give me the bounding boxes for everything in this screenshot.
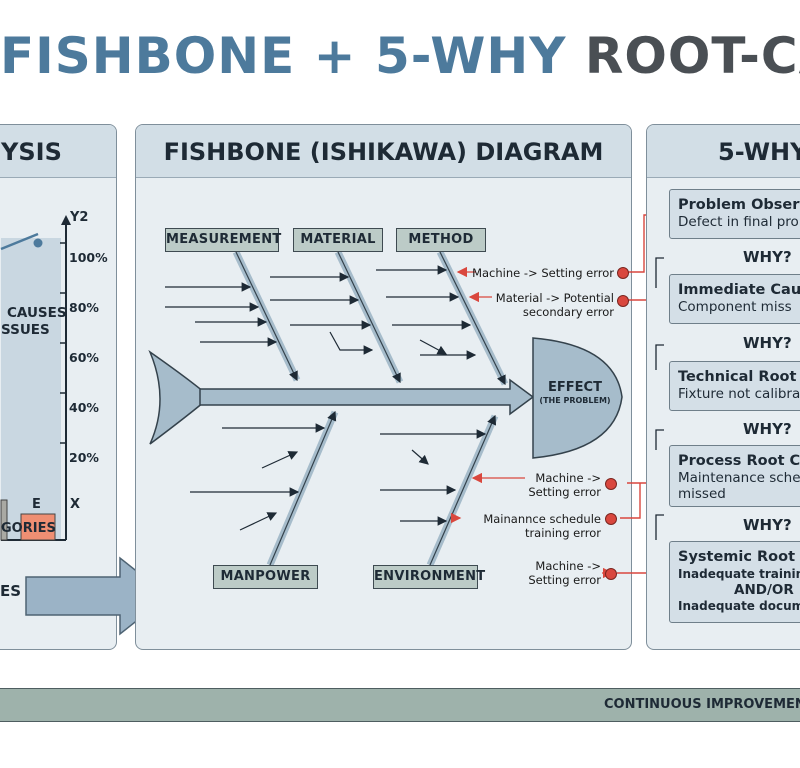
fish-head [532, 337, 623, 459]
fish-tail [148, 349, 212, 445]
five-why-panel: 5-WHY Problem Observe Defect in final pr… [646, 124, 800, 650]
footer-bar: CONTINUOUS IMPROVEMENT / I [0, 688, 800, 722]
bone-measurement-line [232, 250, 301, 382]
why-box-text: Inadequate training [678, 567, 800, 581]
why-box-title: Immediate Caus [678, 282, 800, 298]
annotation-machine-setting-1: Machine -> Setting error [472, 266, 614, 280]
y2-ticks: 100% 80% 60% 40% 20% [69, 233, 108, 483]
why-flow-connectors [655, 257, 664, 540]
annotation-text: Machine -> [535, 559, 601, 573]
y2-axis-arrow [61, 215, 71, 225]
annotation-material: Material -> Potential secondary error [496, 291, 614, 319]
why-box-immediate-cause: Immediate Caus Component miss [669, 274, 800, 324]
bone-material-line [334, 250, 404, 384]
why-box-title: Process Root Cau [678, 453, 800, 469]
footer-text: CONTINUOUS IMPROVEMENT / I [604, 697, 800, 712]
why-box-text: Defect in final pro [678, 214, 799, 230]
pareto-caption-line: SSUES [1, 322, 50, 338]
x-axis-label: X [70, 497, 81, 512]
fishbone-panel-title: FISHBONE (ISHIKAWA) DIAGRAM [163, 138, 604, 166]
annotation-dot [617, 295, 629, 307]
title-part-1: FISHBONE + 5-WHY [0, 27, 585, 85]
pareto-panel: YSIS Y2 100% 80% 60% 40% 20% E X GORIES … [0, 124, 117, 650]
cumulative-point [33, 238, 43, 248]
y2-tick: 60% [69, 350, 99, 365]
title-part-2: ROOT-CAUS [584, 27, 800, 85]
annotation-dot [617, 267, 629, 279]
effect-subtitle: (THE PROBLEM) [539, 396, 611, 405]
annotation-text: Material -> Potential [495, 291, 614, 305]
why-box-title: Systemic Root Ca [678, 549, 800, 565]
annotation-text: Mainannce schedule [483, 512, 601, 526]
bone-label-material: MATERIAL [293, 228, 383, 252]
annotation-machine-setting-2: Machine -> Setting error [528, 471, 601, 499]
bone-label-environment: ENVIRONMENT [373, 565, 485, 589]
pareto-area [1, 238, 61, 540]
why-box-text: missed [678, 486, 726, 502]
annotation-text: Setting error [528, 485, 601, 499]
five-why-panel-header: 5-WHY [647, 125, 800, 178]
bone-environment-line [426, 414, 499, 567]
effect-label: EFFECT (THE PROBLEM) [536, 380, 614, 406]
pareto-panel-header: YSIS [0, 125, 116, 178]
bone-label-method: METHOD [396, 228, 486, 252]
categories-label: GORIES [1, 521, 56, 536]
bone-manpower-line [266, 410, 339, 567]
flow-arrow-label: ES [0, 582, 22, 600]
why-label: WHY? [743, 420, 792, 438]
cumulative-line [0, 232, 39, 251]
annotation-text: secondary error [522, 305, 614, 319]
y2-tick: 20% [69, 450, 99, 465]
why-box-process-root-cause: Process Root Cau Maintenance sche missed [669, 445, 800, 507]
annotation-dot [605, 568, 617, 580]
pareto-bar-d [0, 499, 8, 541]
why-box-text: Fixture not calibra [678, 386, 800, 402]
page-title: FISHBONE + 5-WHY ROOT-CAUS [0, 26, 800, 86]
why-box-text: Component miss [678, 299, 792, 315]
why-box-text: AND/OR [734, 582, 794, 598]
why-label: WHY? [743, 248, 792, 266]
bone-label-measurement: MEASUREMENT [165, 228, 281, 252]
why-box-text: Maintenance sche [678, 470, 800, 486]
pareto-panel-title: YSIS [1, 138, 62, 166]
bone-label-manpower: MANPOWER [213, 565, 318, 589]
annotation-text: Machine -> [535, 471, 601, 485]
y2-axis-label: Y2 [70, 210, 89, 225]
fish-spine [199, 378, 535, 416]
pareto-chart [0, 215, 71, 541]
pareto-caption: CAUSES SSUES [1, 305, 67, 339]
y2-tick: 40% [69, 400, 99, 415]
annotation-dot [605, 478, 617, 490]
why-box-systemic-root-cause: Systemic Root Ca Inadequate training AND… [669, 541, 800, 623]
five-why-panel-title: 5-WHY [718, 138, 800, 166]
pareto-caption-line: CAUSES [7, 305, 67, 321]
why-box-title: Technical Root C [678, 369, 800, 385]
annotation-text: Setting error [528, 573, 601, 587]
annotation-text: Machine -> Setting error [472, 266, 614, 280]
why-box-problem-observed: Problem Observe Defect in final pro [669, 189, 800, 239]
sub-cause-arrows [165, 265, 487, 531]
category-e-label: E [32, 497, 41, 512]
annotation-dot [605, 513, 617, 525]
why-box-technical-root-cause: Technical Root C Fixture not calibra [669, 361, 800, 411]
effect-title: EFFECT [548, 380, 602, 395]
bone-method-line [436, 250, 509, 386]
why-box-title: Problem Observe [678, 197, 800, 213]
why-label: WHY? [743, 516, 792, 534]
y2-tick: 80% [69, 300, 99, 315]
y2-tick: 100% [69, 250, 108, 265]
annotation-machine-setting-3: Machine -> Setting error [528, 559, 601, 587]
pareto-bar-e [20, 513, 56, 541]
why-label: WHY? [743, 334, 792, 352]
fishbone-panel-header: FISHBONE (ISHIKAWA) DIAGRAM [136, 125, 631, 178]
why-box-text: Inadequate docume [678, 599, 800, 613]
annotation-text: training error [524, 526, 601, 540]
annotation-maintenance: Mainannce schedule training error [483, 512, 601, 540]
